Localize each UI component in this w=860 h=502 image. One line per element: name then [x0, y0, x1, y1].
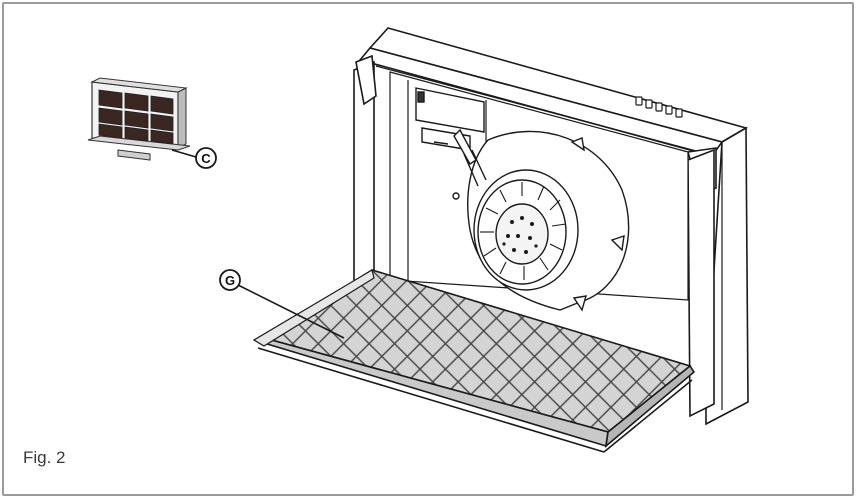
control-buttons	[635, 96, 683, 118]
motor-bracket	[415, 87, 485, 200]
blower-fan	[463, 130, 630, 312]
figure-caption: Fig. 2	[23, 448, 66, 467]
callout-c-label: C	[201, 151, 211, 166]
callout-c: C	[171, 147, 217, 169]
callout-g: G	[219, 269, 345, 339]
hub-holes	[502, 216, 538, 254]
fan-blades	[480, 182, 567, 280]
callout-g-label: G	[225, 273, 235, 288]
grease-filter-tray	[252, 269, 696, 453]
carbon-filter	[87, 77, 191, 161]
filter-cells	[98, 89, 174, 145]
